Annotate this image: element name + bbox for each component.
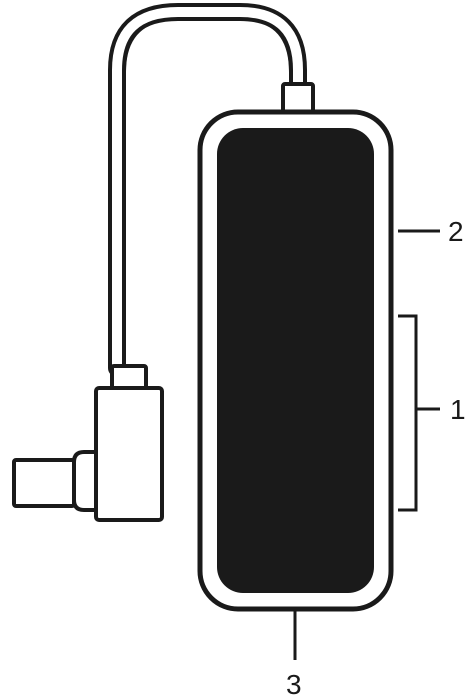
callout-1: [398, 314, 440, 512]
cable-hollow: [112, 7, 303, 373]
plug-housing: [94, 386, 164, 522]
hub-body: [197, 109, 394, 612]
plug-neck: [72, 450, 98, 512]
cable: [108, 3, 307, 377]
callout-3: 3: [286, 611, 302, 696]
plug-connector-tip: [12, 458, 76, 508]
usb-c-plug: [12, 364, 164, 522]
callout-3-label: 3: [286, 669, 302, 696]
callout-2-label: 2: [448, 216, 464, 247]
hub-dark-panel: [217, 128, 374, 593]
callout-1-bracket: [398, 314, 418, 512]
callout-1-label: 1: [450, 394, 466, 425]
callout-2: 2: [398, 216, 464, 247]
